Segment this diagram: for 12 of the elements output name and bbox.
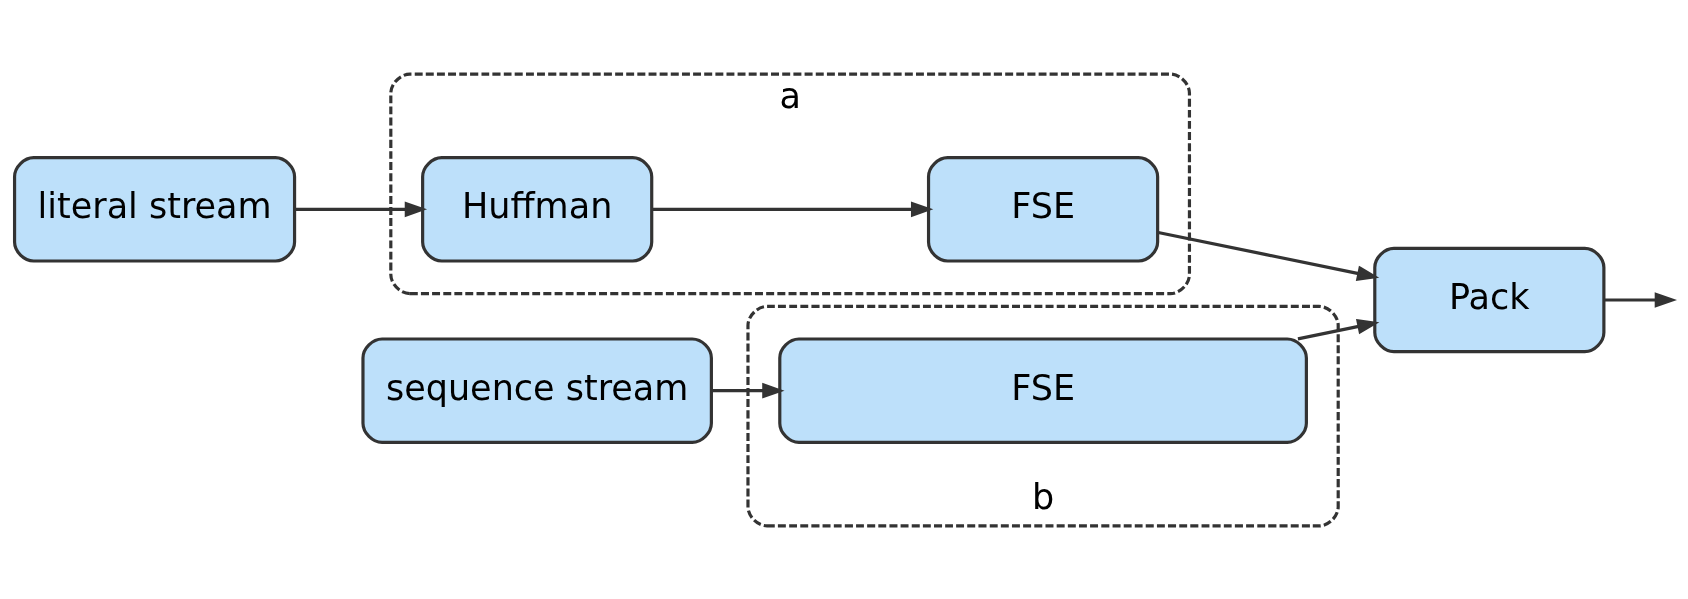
arrow	[294, 201, 428, 217]
node-box: FSE	[778, 336, 1308, 444]
arrow	[1157, 230, 1380, 281]
node-box: Pack	[1373, 246, 1606, 353]
arrow	[652, 201, 934, 217]
node-box: FSE	[926, 155, 1160, 263]
arrow	[711, 382, 785, 398]
node-box: Huffman	[421, 155, 654, 263]
arrow	[1604, 291, 1677, 308]
arrow	[1297, 318, 1380, 340]
node-box: literal stream	[12, 155, 297, 263]
node-box: sequence stream	[361, 336, 713, 444]
